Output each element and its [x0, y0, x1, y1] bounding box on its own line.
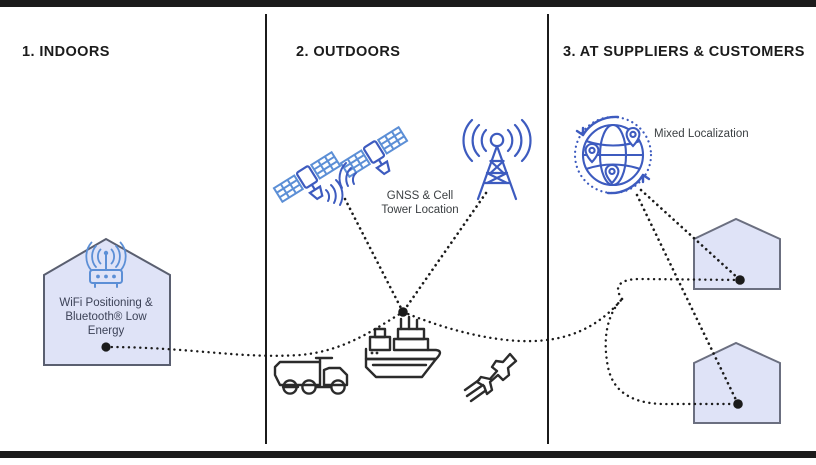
diagram-graphics-layer: [43, 115, 781, 424]
panel-title-outdoors: 2. OUTDOORS: [296, 44, 401, 60]
indoors-caption: WiFi Positioning & Bluetooth® Low Energy: [59, 297, 153, 337]
globe-location-pins-icon: [573, 115, 653, 195]
satellite-right-signal-waves: [338, 162, 357, 189]
warehouse-upper-node-dot: [735, 275, 745, 285]
warehouse-lower: [693, 341, 781, 424]
panel-title-suppliers-customers: 3. AT SUPPLIERS & CUSTOMERS: [563, 44, 805, 60]
suppliers-caption: Mixed Localization: [654, 128, 749, 140]
panel-divider-1: [265, 14, 267, 444]
warehouse-lower-node-dot: [733, 399, 743, 409]
wifi-router-icon: [85, 241, 127, 288]
satellite-left-signal-waves: [325, 179, 344, 206]
outdoors-caption: GNSS & Cell Tower Location: [381, 190, 459, 216]
panel-divider-2: [547, 14, 549, 444]
logistics-route-path: [104, 277, 742, 406]
satellite-icon-left: [272, 150, 350, 217]
satellite-icon-right: [339, 125, 417, 192]
airplane-icon: [463, 352, 518, 403]
indoors-node-dot: [101, 342, 111, 352]
panel-title-indoors: 1. INDOORS: [22, 44, 110, 60]
outdoors-node-dot: [398, 307, 408, 317]
warehouse-upper: [693, 217, 781, 290]
truck-icon: [273, 356, 349, 395]
cell-tower-icon: [462, 118, 532, 201]
globe-to-warehouse-lines: [635, 188, 742, 406]
cargo-ship-icon: [364, 315, 442, 379]
